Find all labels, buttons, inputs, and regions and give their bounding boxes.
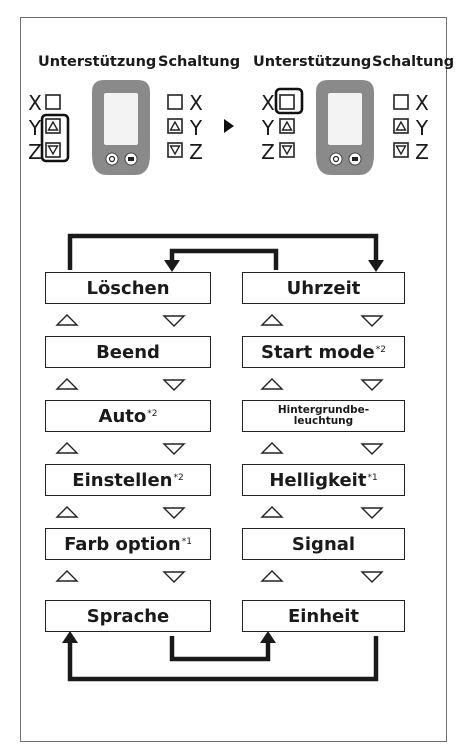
header-right-shift: Schaltung [372,54,455,70]
footnote-mark: *1 [181,537,192,547]
menu-item-label: Signal [291,533,356,555]
label-x-right-b: X [415,91,429,115]
highlight-frame-right [274,87,304,115]
footnote-mark: *2 [173,473,184,483]
label-y-right-a: Y [261,116,275,140]
label-y-left-b: Y [189,116,203,140]
header-left-support: Unterstützung [38,54,157,70]
square-button-icon [45,94,61,110]
page-frame [20,17,447,742]
header-right-support: Unterstützung [253,54,372,70]
arrow-down-icon [164,260,180,272]
menu-item-label: Einstellen [72,469,173,491]
down-triangle-icon [162,315,186,327]
label-x-right-a: X [261,91,275,115]
menu-item-beend[interactable]: Beend [45,336,211,368]
up-triangle-icon [55,314,79,326]
menu-item-einstellen[interactable]: Einstellen*2 [45,464,211,496]
arrow-up-icon [62,631,78,643]
left-device-graphics [40,80,409,175]
menu-item-auto[interactable]: Auto*2 [45,400,211,432]
menu-item-label: Beend [96,341,160,363]
arrow-up-icon [260,631,276,643]
menu-item-label: Auto [98,405,147,427]
nav-triangles [55,314,384,583]
menu-item-uhrzeit[interactable]: Uhrzeit [242,272,405,304]
menu-item-label: Einheit [287,605,360,627]
label-x-left-a: X [28,91,42,115]
menu-item-start-mode[interactable]: Start mode*2 [242,336,405,368]
menu-item-label-line2: leuchtung [293,415,354,427]
label-y-right-b: Y [415,116,429,140]
menu-item-label: Löschen [86,277,170,299]
up-triangle-icon [47,120,59,131]
menu-item-loeschen[interactable]: Löschen [45,272,211,304]
menu-item-label: Start mode [261,341,375,363]
menu-item-label: Helligkeit [269,469,367,491]
menu-item-label: Sprache [86,605,170,627]
label-y-left-a: Y [28,116,42,140]
label-x-left-b: X [189,91,203,115]
footnote-mark: *2 [375,345,386,355]
power-icon [108,155,116,163]
footnote-mark: *1 [367,473,378,483]
menu-item-label-line1: Hintergrundbe- [277,404,370,416]
menu-item-label: Farb option [64,533,181,555]
arrow-down-icon [368,260,384,272]
menu-item-signal[interactable]: Signal [242,528,405,560]
header-left-shift: Schaltung [158,54,241,70]
menu-item-einheit[interactable]: Einheit [242,600,405,632]
down-triangle-icon [47,145,59,156]
label-z-left-b: Z [189,140,203,164]
label-z-left-a: Z [28,140,42,164]
label-z-right-a: Z [261,140,275,164]
footnote-mark: *2 [147,409,158,419]
menu-item-farb-option[interactable]: Farb option*1 [45,528,211,560]
play-arrow-icon [224,119,234,133]
label-z-right-b: Z [415,140,429,164]
highlight-frame [40,113,70,163]
menu-item-helligkeit[interactable]: Helligkeit*1 [242,464,405,496]
menu-item-label: Uhrzeit [286,277,361,299]
menu-item-hintergrundbeleuchtung[interactable]: Hintergrundbe- leuchtung [242,400,405,432]
menu-item-sprache[interactable]: Sprache [45,600,211,632]
display-icon [104,93,138,145]
